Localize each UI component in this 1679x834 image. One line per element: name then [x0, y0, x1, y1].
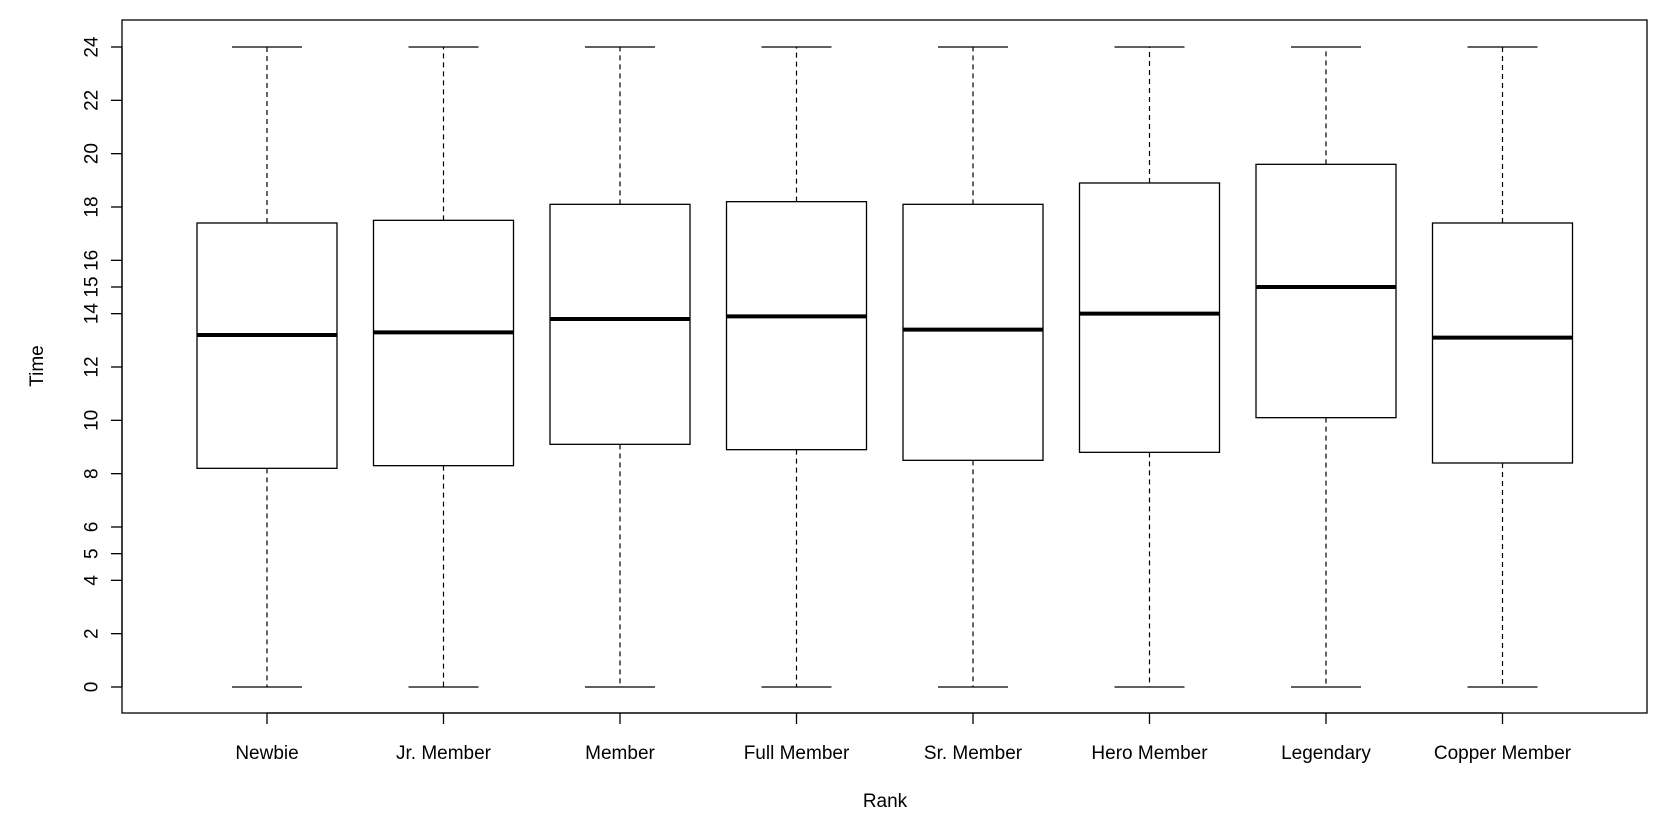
y-tick-label: 14: [82, 303, 103, 325]
y-tick-label: 20: [82, 143, 103, 164]
iqr-box: [549, 203, 691, 445]
iqr-box: [1431, 222, 1574, 464]
iqr-box: [196, 222, 338, 469]
x-tick-label: Member: [585, 743, 655, 764]
x-tick-label: Sr. Member: [924, 743, 1023, 764]
iqr-box: [1255, 163, 1397, 419]
box-item: [196, 46, 338, 688]
y-tick-label: 8: [82, 468, 103, 479]
y-tick-label: 10: [82, 410, 103, 431]
x-tick-label: Jr. Member: [396, 743, 492, 764]
y-tick-label: 18: [82, 196, 103, 217]
x-tick-label: Full Member: [744, 743, 850, 764]
y-axis-title: Time: [27, 345, 48, 387]
iqr-box: [902, 203, 1044, 461]
y-tick-label: 6: [82, 522, 103, 533]
plot-frame: [121, 19, 1648, 714]
x-tick-label: Legendary: [1281, 743, 1371, 764]
boxes-group: [196, 46, 1574, 688]
y-tick-label: 16: [82, 250, 103, 271]
y-tick-label: 24: [82, 36, 103, 58]
y-tick-label: 2: [82, 628, 103, 639]
box-item: [1078, 46, 1221, 688]
box-item: [725, 46, 868, 688]
y-tick-label: 12: [82, 356, 103, 377]
box-item: [372, 46, 515, 688]
y-tick-label: 5: [82, 548, 103, 559]
x-axis: Newbie Jr. Member Member Full Member Sr. Mem…: [235, 712, 1572, 764]
x-tick-label: Newbie: [235, 743, 298, 764]
box-item: [1255, 46, 1397, 688]
x-tick-label: Copper Member: [1434, 743, 1572, 764]
y-tick-label: 22: [82, 90, 103, 111]
y-tick-label: 0: [82, 682, 103, 693]
y-tick-label: 4: [82, 575, 103, 586]
box-item: [549, 46, 691, 688]
box-item: [902, 46, 1044, 688]
y-tick-label: 15: [82, 276, 103, 297]
x-tick-label: Hero Member: [1091, 743, 1208, 764]
box-item: [1431, 46, 1574, 688]
iqr-box: [725, 201, 868, 451]
iqr-box: [372, 219, 515, 467]
iqr-box: [1078, 182, 1221, 453]
x-axis-title: Rank: [863, 791, 908, 812]
